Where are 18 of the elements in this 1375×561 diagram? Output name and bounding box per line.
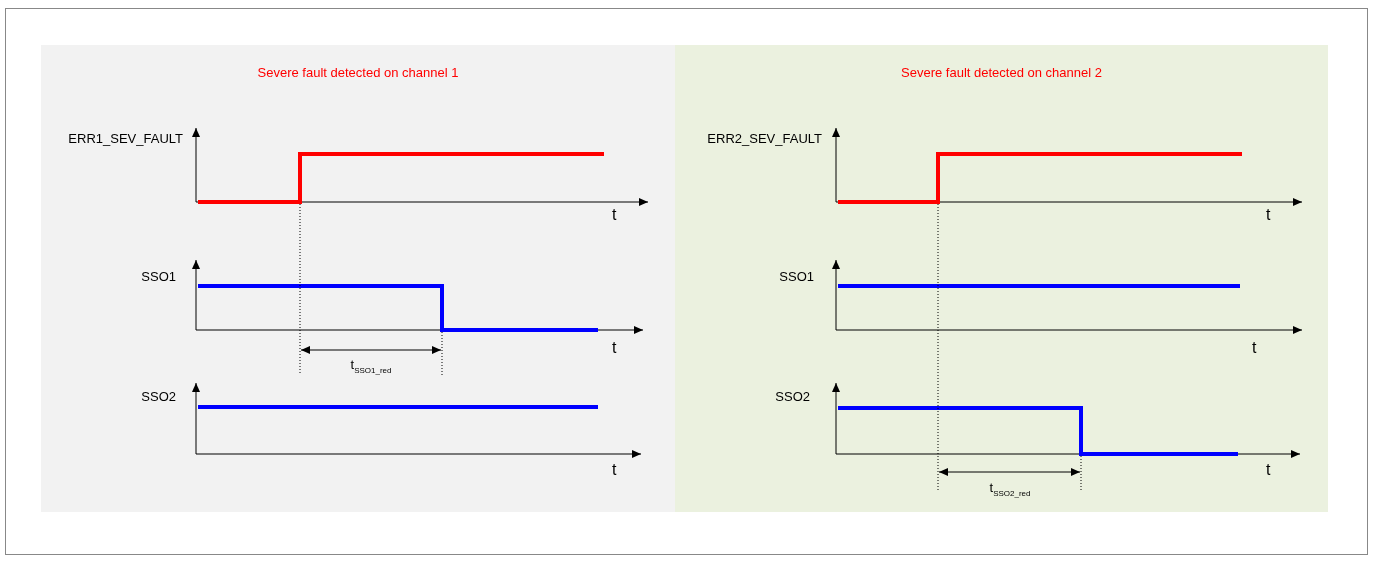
axis-label: t [1252, 340, 1257, 356]
axis-label: t [1266, 207, 1271, 223]
signal-name: SSO1 [779, 270, 814, 283]
axis-label: t [1266, 462, 1271, 478]
signal-name: SSO1 [141, 270, 176, 283]
time-label: t$_{SSO2_red}$ [989, 481, 1031, 498]
axis-label: t [612, 462, 617, 478]
signal-name: SSO2 [775, 390, 810, 403]
signal-name: ERR2_SEV_FAULT [707, 132, 822, 145]
panel-heading: Severe fault detected on channel 2 [900, 65, 1103, 80]
timing-panel [41, 45, 675, 512]
axis-label: t [612, 207, 617, 223]
signal-name: ERR1_SEV_FAULT [68, 132, 183, 145]
timing-panel [675, 45, 1328, 512]
time-label: t$_{SSO1_red}$ [350, 358, 392, 375]
panel-heading: Severe fault detected on channel 1 [256, 65, 460, 80]
signal-name: SSO2 [141, 390, 176, 403]
axis-label: t [612, 340, 617, 356]
